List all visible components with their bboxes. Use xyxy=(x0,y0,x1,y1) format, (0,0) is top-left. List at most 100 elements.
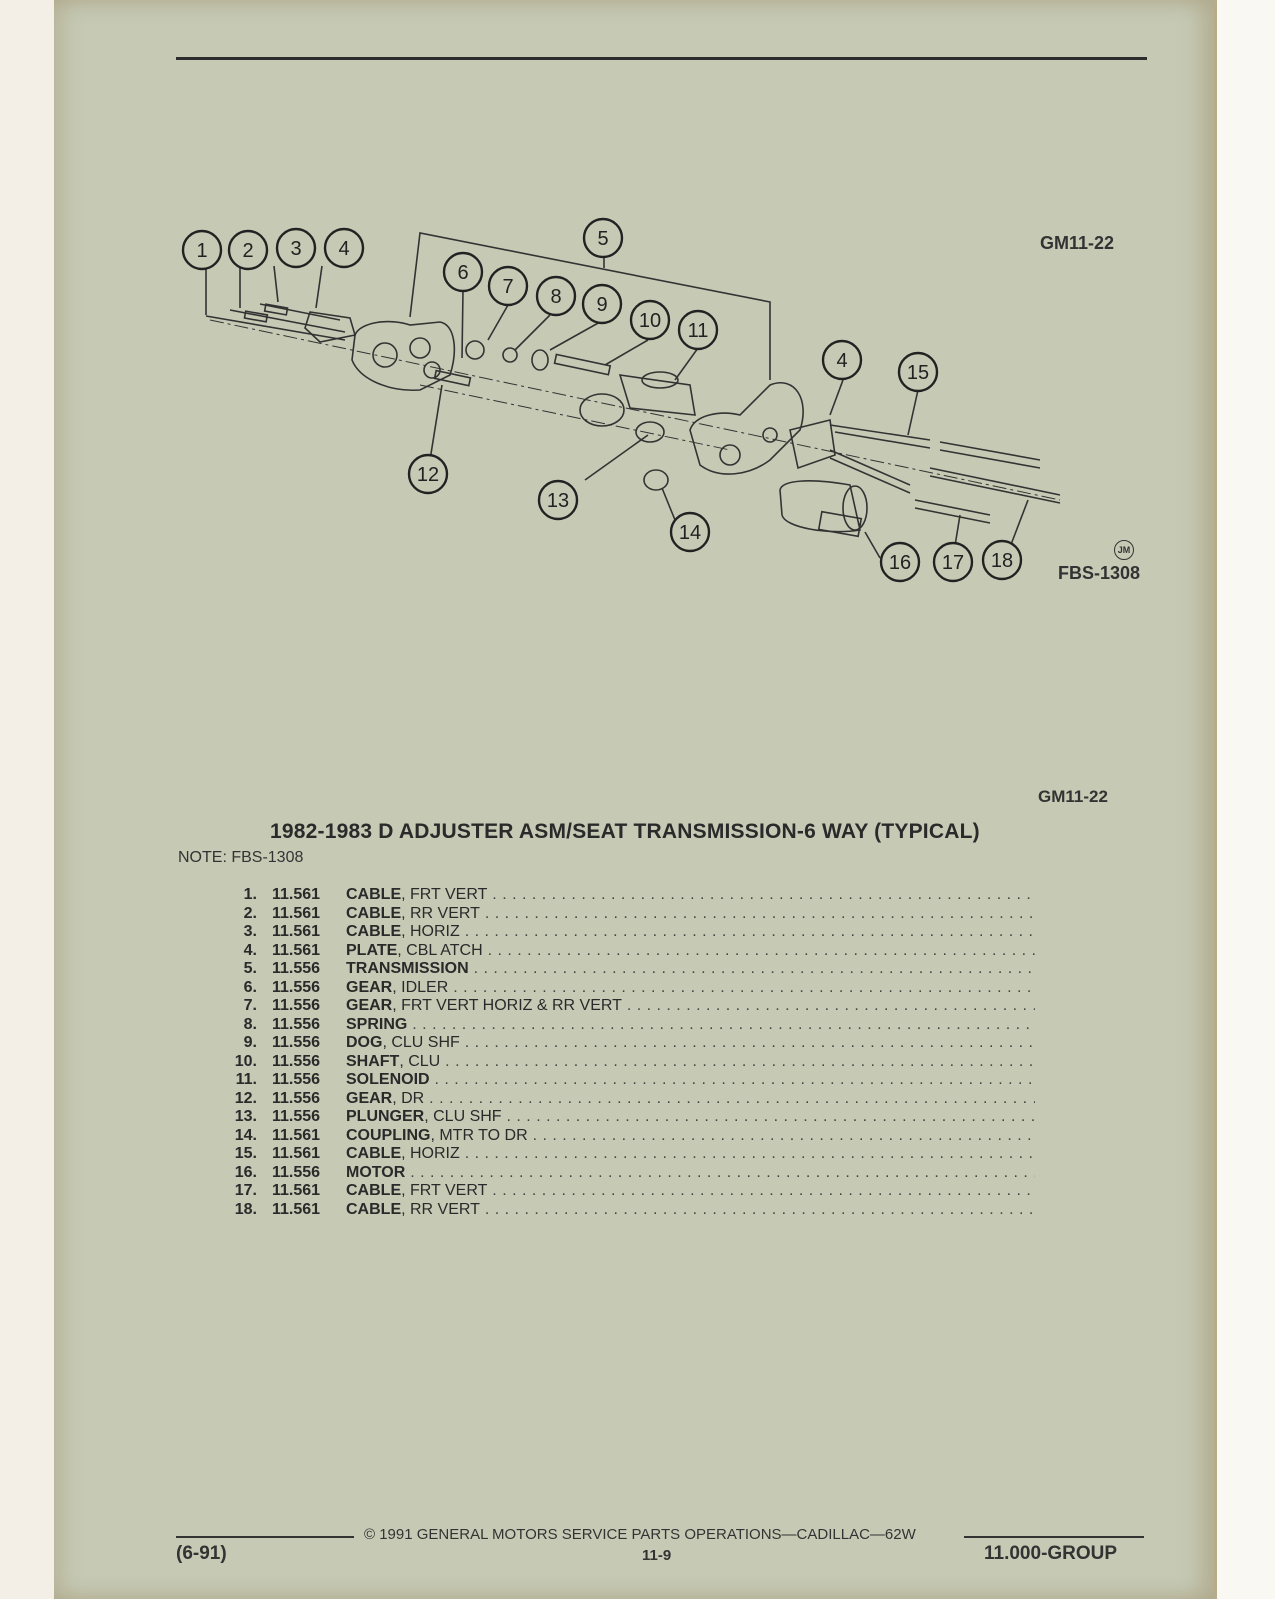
list-item: 7. 11.556 GEAR, FRT VERT HORIZ & RR VERT xyxy=(220,997,1035,1016)
part-description: SPRING xyxy=(346,1016,1035,1035)
part-detail: , FRT VERT xyxy=(401,1182,488,1199)
part-name: SPRING xyxy=(346,1015,408,1033)
part-detail: , RR VERT xyxy=(401,1200,480,1218)
part-name: CABLE xyxy=(346,1145,402,1162)
part-number: 13. xyxy=(234,1108,257,1125)
part-detail: , CLU SHF xyxy=(424,1108,502,1125)
part-description: GEAR, FRT VERT HORIZ & RR VERT xyxy=(346,997,1035,1016)
part-name: CABLE xyxy=(346,904,402,922)
callout-16: 16 xyxy=(889,552,911,574)
part-name: PLUNGER xyxy=(346,1108,425,1125)
part-name: CABLE xyxy=(346,886,402,903)
callout-15: 15 xyxy=(907,362,929,384)
section-code: GM11-22 xyxy=(1038,787,1108,806)
list-item: 2. 11.561 CABLE, RR VERT xyxy=(220,905,1035,924)
part-number: 8. xyxy=(243,1015,257,1033)
part-name: CABLE xyxy=(346,1200,402,1218)
footer-group: 11.000-GROUP xyxy=(984,1543,1118,1564)
part-name: CABLE xyxy=(346,923,402,940)
part-detail: , RR VERT xyxy=(401,904,480,922)
part-number: 4. xyxy=(243,941,257,959)
part-number: 12. xyxy=(234,1089,257,1107)
callout-11: 11 xyxy=(688,320,709,342)
part-description: CABLE, FRT VERT xyxy=(346,886,1035,905)
part-description: PLUNGER, CLU SHF xyxy=(346,1108,1035,1127)
part-detail: , FRT VERT xyxy=(401,886,488,903)
section-note: NOTE: FBS-1308 xyxy=(178,849,304,866)
part-detail: , IDLER xyxy=(392,978,449,996)
part-description: SOLENOID xyxy=(346,1071,1035,1090)
callout-4: 4 xyxy=(338,238,349,260)
part-name: MOTOR xyxy=(346,1163,406,1181)
part-group: 11.556 xyxy=(272,1089,321,1107)
part-description: PLATE, CBL ATCH xyxy=(346,942,1035,961)
part-group: 11.556 xyxy=(272,1015,321,1033)
page-number: 11-9 xyxy=(642,1547,672,1564)
part-description: GEAR, IDLER xyxy=(346,979,1035,998)
part-group: 11.556 xyxy=(272,978,321,996)
part-group: 11.561 xyxy=(272,886,321,903)
part-number: 10. xyxy=(234,1052,257,1070)
callout-13: 13 xyxy=(547,490,569,512)
part-number: 7. xyxy=(243,997,257,1014)
part-description: CABLE, RR VERT xyxy=(346,1201,1035,1220)
part-group: 11.561 xyxy=(272,1126,321,1144)
section-title: 1982-1983 D ADJUSTER ASM/SEAT TRANSMISSI… xyxy=(270,820,980,843)
part-detail: , CLU SHF xyxy=(382,1034,460,1051)
list-item: 13. 11.556 PLUNGER, CLU SHF xyxy=(220,1108,1035,1127)
part-detail: , DR xyxy=(392,1089,425,1107)
part-number: 6. xyxy=(243,978,257,996)
header-code: GM11-22 xyxy=(1040,233,1115,253)
callout-6: 6 xyxy=(457,262,468,284)
part-name: SHAFT xyxy=(346,1052,400,1070)
part-group: 11.556 xyxy=(272,1071,321,1088)
callout-10: 10 xyxy=(639,310,661,332)
top-rule xyxy=(176,57,1147,60)
part-group: 11.556 xyxy=(272,1108,321,1125)
callout-18: 18 xyxy=(991,550,1013,572)
part-number: 11. xyxy=(235,1071,257,1088)
exploded-diagram: 1 2 3 4 5 6 7 8 9 10 11 4 15 12 13 14 16… xyxy=(181,217,1061,583)
part-group: 11.561 xyxy=(272,923,321,940)
footer-rule-right xyxy=(964,1536,1144,1538)
list-item: 6. 11.556 GEAR, IDLER xyxy=(220,979,1035,998)
part-group: 11.561 xyxy=(272,1182,321,1199)
part-detail: , CLU xyxy=(399,1052,441,1070)
part-number: 2. xyxy=(243,904,257,922)
part-name: CABLE xyxy=(346,1182,402,1199)
part-group: 11.556 xyxy=(272,997,321,1014)
footer-rule-left xyxy=(176,1536,354,1538)
part-detail: , FRT VERT HORIZ & RR VERT xyxy=(392,997,622,1014)
part-number: 15. xyxy=(234,1145,257,1162)
part-description: MOTOR xyxy=(346,1164,1035,1183)
callout-7: 7 xyxy=(502,276,513,298)
callout-8: 8 xyxy=(550,286,561,308)
part-name: SOLENOID xyxy=(346,1071,430,1088)
list-item: 12. 11.556 GEAR, DR xyxy=(220,1090,1035,1109)
part-group: 11.561 xyxy=(272,1200,321,1218)
footer-date: (6-91) xyxy=(176,1543,227,1564)
part-description: TRANSMISSION xyxy=(346,960,1035,979)
callout-2: 2 xyxy=(242,240,253,262)
part-name: GEAR xyxy=(346,978,393,996)
artist-mark: JM xyxy=(1114,540,1134,560)
part-number: 18. xyxy=(234,1200,257,1218)
part-detail: , CBL ATCH xyxy=(397,941,483,959)
part-name: GEAR xyxy=(346,1089,393,1107)
callout-3: 3 xyxy=(290,238,301,260)
part-number: 5. xyxy=(243,960,257,977)
part-group: 11.556 xyxy=(272,1034,321,1051)
callout-5: 5 xyxy=(597,228,608,250)
callout-4-right: 4 xyxy=(836,350,847,372)
part-number: 3. xyxy=(243,923,257,940)
part-group: 11.561 xyxy=(272,904,321,922)
part-description: CABLE, HORIZ xyxy=(346,1145,1035,1164)
part-name: GEAR xyxy=(346,997,393,1014)
part-description: DOG, CLU SHF xyxy=(346,1034,1035,1053)
